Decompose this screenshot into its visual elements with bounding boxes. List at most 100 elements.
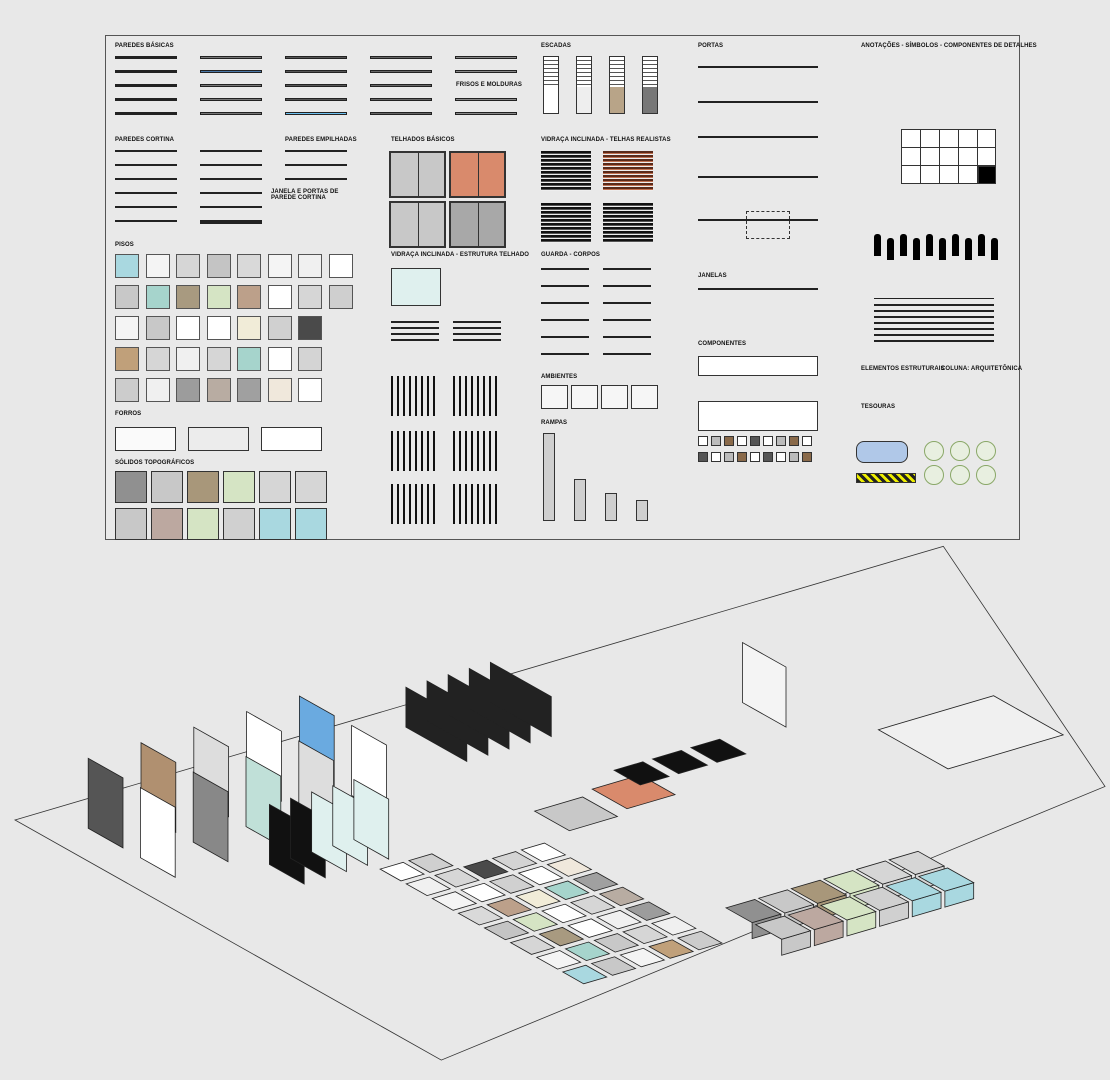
iso-floor-tile	[546, 857, 593, 877]
ramp-elevation	[605, 492, 617, 521]
floor-swatch	[267, 347, 292, 371]
mullion-pattern	[453, 431, 501, 471]
stacked-wall	[285, 178, 347, 180]
mullion-pattern	[453, 376, 501, 416]
floor-swatch	[328, 285, 353, 309]
furniture-item	[802, 436, 812, 446]
floor-swatch	[237, 316, 261, 340]
iso-floor-tile	[512, 912, 559, 932]
basic-wall	[285, 56, 347, 59]
topo-solid-swatch	[259, 471, 291, 503]
floor-swatch	[206, 378, 231, 402]
tree-plan	[924, 465, 944, 485]
floor-swatch	[115, 254, 139, 278]
iso-floor-tile	[564, 941, 611, 962]
detail-line	[874, 304, 994, 306]
curtain-wall	[115, 220, 177, 222]
basic-wall	[370, 84, 432, 87]
iso-topo-solid-top	[888, 850, 946, 875]
label-telhados-basicos: TELHADOS BÁSICOS	[391, 137, 455, 143]
room-ambient	[631, 385, 658, 409]
furniture-item	[724, 436, 734, 446]
detail-line	[874, 334, 994, 336]
railing	[603, 336, 651, 338]
tree-plan	[976, 441, 996, 461]
label-frisos: FRISOS E MOLDURAS	[456, 82, 523, 88]
furniture-item	[711, 452, 721, 462]
ramp-elevation	[574, 478, 586, 521]
detail-line	[874, 322, 994, 324]
topo-solid-swatch	[295, 508, 327, 540]
floor-swatch	[237, 285, 261, 309]
person-silhouette	[913, 238, 920, 260]
iso-floor-tile	[538, 926, 585, 947]
label-janela-portas-cortina: JANELA E PORTAS DE PAREDE CORTINA	[271, 189, 339, 201]
mullion-pattern	[391, 431, 439, 471]
floor-swatch	[206, 285, 231, 309]
iso-furniture-room	[877, 695, 1065, 770]
iso-topo-solid-top	[724, 898, 782, 924]
room-ambient	[571, 385, 598, 409]
iso-roof	[591, 774, 677, 810]
floor-swatch	[176, 254, 200, 278]
iso-topo-solid-top	[885, 877, 943, 902]
mullion-pattern	[391, 376, 439, 416]
parking-stripe	[856, 473, 916, 483]
label-coluna: COLUNA: ARQUITETÔNICA	[941, 366, 1023, 372]
floor-swatch	[298, 254, 322, 278]
label-componentes: COMPONENTES	[698, 341, 747, 347]
label-paredes-empilhadas: PAREDES EMPILHADAS	[285, 137, 357, 143]
furniture-item	[698, 436, 708, 446]
basic-wall	[285, 112, 347, 115]
floor-plane-outline	[13, 545, 1106, 1061]
floor-swatch	[176, 316, 200, 340]
tree-plan	[924, 441, 944, 461]
detail-line	[874, 298, 994, 299]
railing	[541, 285, 589, 287]
person-silhouette	[939, 238, 946, 260]
component-blocks	[698, 356, 818, 376]
basic-wall	[285, 84, 347, 87]
iso-realistic-tile	[651, 750, 709, 775]
window-wall	[698, 288, 818, 290]
curtain-wall	[115, 164, 177, 166]
iso-floor-tile	[509, 935, 556, 955]
label-tesouras: TESOURAS	[861, 404, 896, 410]
iso-wall-panel	[192, 771, 229, 863]
furniture-item	[750, 436, 760, 446]
floor-swatch	[298, 316, 322, 340]
iso-floor-tile	[431, 891, 478, 911]
floor-swatch	[267, 378, 292, 402]
solid-fill-cell	[978, 166, 996, 184]
basic-wall	[200, 56, 262, 59]
iso-floor-tile	[407, 853, 454, 873]
floor-swatch	[115, 347, 139, 371]
furniture-item	[776, 452, 786, 462]
basic-wall	[115, 84, 177, 87]
iso-floor-tile	[598, 886, 645, 907]
label-ambientes: AMBIENTES	[541, 374, 578, 380]
basic-wall	[200, 70, 262, 73]
iso-floor-tile	[460, 882, 507, 903]
furniture-item	[763, 452, 773, 462]
glazing-structure	[391, 321, 439, 323]
railing	[541, 268, 589, 270]
label-portas: PORTAS	[698, 43, 724, 49]
basic-wall	[370, 112, 432, 115]
furniture-item	[724, 452, 734, 462]
iso-floor-tile	[462, 859, 509, 880]
railing	[603, 302, 651, 304]
iso-floor-tile	[488, 874, 535, 894]
label-paredes-basicas: PAREDES BÁSICAS	[115, 43, 174, 49]
ramp-elevation	[543, 433, 555, 521]
basic-wall	[200, 84, 262, 87]
basic-wall	[115, 70, 177, 73]
iso-floor-tile	[590, 956, 637, 976]
realistic-roof-tile	[603, 151, 653, 191]
tree-plan	[950, 441, 970, 461]
railing	[541, 319, 589, 321]
detail-line	[874, 340, 994, 342]
topo-solid-swatch	[295, 471, 327, 503]
iso-floor-tile	[572, 872, 619, 892]
